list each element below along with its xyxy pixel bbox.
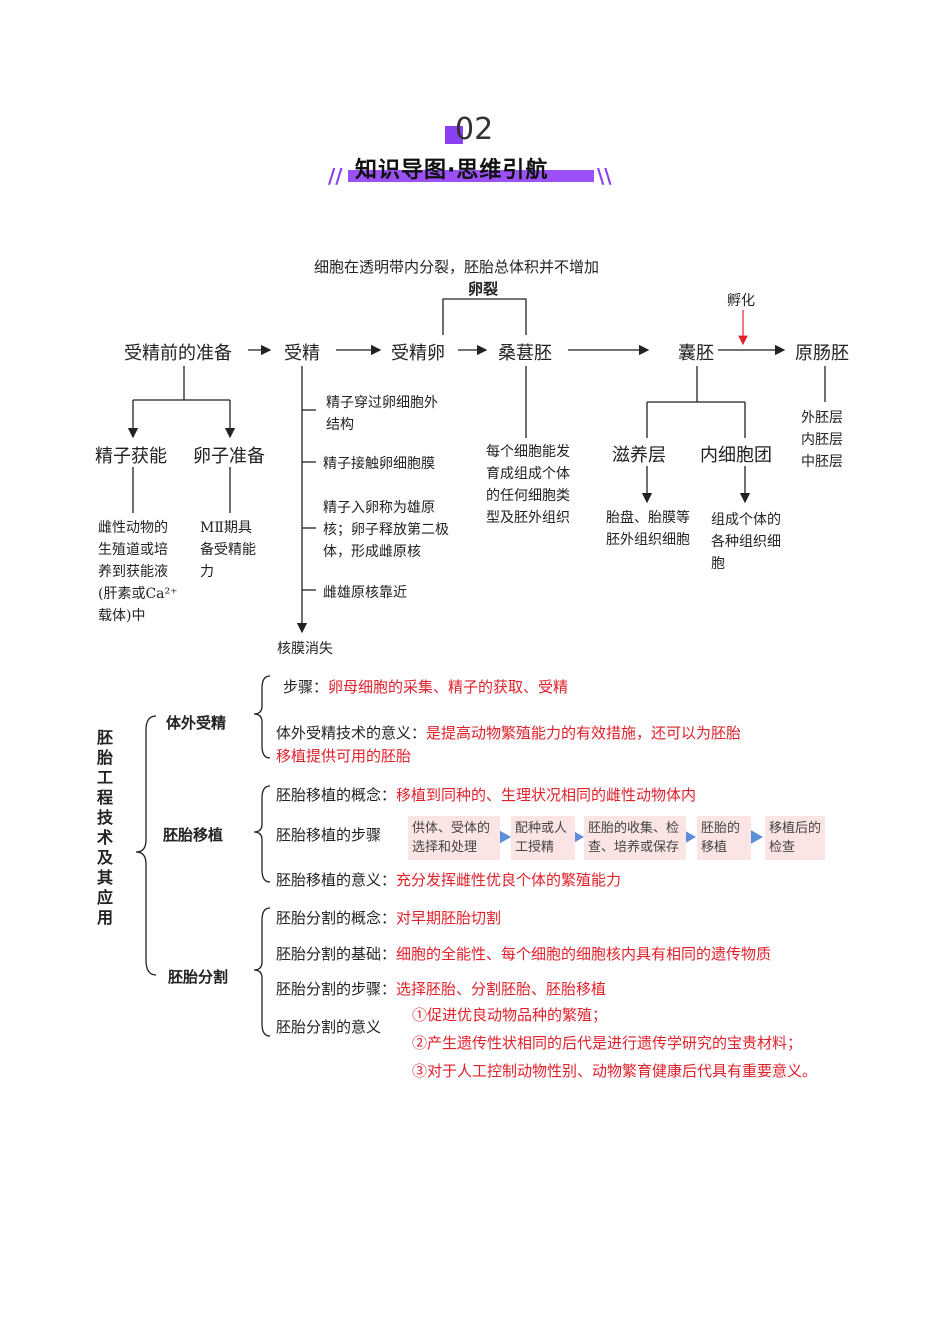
- page-title: 知识导图·思维引航: [355, 158, 549, 183]
- stage-blastocyst: 囊胚: [678, 343, 714, 364]
- cleavage-label: 卵裂: [468, 280, 499, 298]
- morula-desc: 每个细胞能发育成组成个体的任何细胞类型及胚外组织: [486, 444, 570, 526]
- germ-layer-endoderm: 内胚层: [801, 432, 843, 448]
- ivf-significance-label: 体外受精技术的意义：: [276, 724, 427, 742]
- split-steps-row: 胚胎分割的步骤：选择胚胎、分割胚胎、胚胎移植: [276, 978, 606, 999]
- egg-preparation-desc: MⅡ期具备受精能力: [200, 520, 256, 580]
- split-basis-label: 胚胎分割的基础：: [276, 945, 397, 963]
- fert-step-1: 精子穿过卵细胞外结构: [326, 395, 438, 433]
- transfer-significance-row: 胚胎移植的意义：充分发挥雌性优良个体的繁殖能力: [276, 869, 621, 890]
- split-steps-value: 选择胚胎、分割胚胎、胚胎移植: [396, 980, 607, 998]
- ivf-significance-row: 体外受精技术的意义：是提高动物繁殖能力的有效措施，还可以为胚胎: [276, 722, 741, 743]
- stage-zygote: 受精卵: [391, 343, 445, 364]
- transfer-step-box-1: 供体、受体的选择和处理: [408, 816, 500, 860]
- split-significance-3: ③对于人工控制动物性别、动物繁育健康后代具有重要意义。: [412, 1062, 818, 1080]
- cleavage-note: 细胞在透明带内分裂，胚胎总体积并不增加: [314, 258, 600, 276]
- transfer-significance-label: 胚胎移植的意义：: [276, 871, 397, 889]
- fert-step-3: 精子入卵称为雄原核；卵子释放第二极体，形成雌原核: [323, 500, 449, 560]
- header-deco-left: //: [328, 164, 343, 188]
- ivf-significance-value-2: 移植提供可用的胚胎: [276, 747, 412, 765]
- stage-fertilization: 受精: [284, 343, 320, 364]
- transfer-step-box-2: 配种或人工授精: [511, 816, 575, 860]
- split-significance-2: ②产生遗传性状相同的后代是进行遗传学研究的宝贵材料；: [412, 1034, 803, 1052]
- ivf-title: 体外受精: [166, 714, 227, 732]
- section-number: 02: [455, 112, 494, 147]
- header-deco-right: \\: [597, 164, 612, 188]
- split-concept-row: 胚胎分割的概念：对早期胚胎切割: [276, 907, 501, 928]
- split-concept-label: 胚胎分割的概念：: [276, 909, 397, 927]
- fert-step-4: 雌雄原核靠近: [323, 585, 407, 601]
- transfer-step-box-5: 移植后的检查: [765, 816, 825, 860]
- stage-morula: 桑葚胚: [498, 343, 552, 364]
- split-significance-label: 胚胎分割的意义: [276, 1018, 382, 1036]
- inner-cell-mass-desc: 组成个体的各种组织细胞: [711, 512, 781, 572]
- stage-gastrula: 原肠胚: [795, 343, 849, 364]
- ivf-significance-value-1: 是提高动物繁殖能力的有效措施，还可以为胚胎: [426, 724, 742, 742]
- transfer-steps-label: 胚胎移植的步骤: [276, 826, 382, 844]
- fert-step-5: 核膜消失: [277, 641, 333, 657]
- trophoblast: 滋养层: [612, 445, 666, 466]
- hatching-label: 孵化: [727, 293, 755, 309]
- transfer-step-box-3: 胚胎的收集、检查、培养或保存: [584, 816, 686, 860]
- transfer-significance-value: 充分发挥雌性优良个体的繁殖能力: [396, 871, 622, 889]
- split-significance-1: ①促进优良动物品种的繁殖；: [412, 1006, 608, 1024]
- transfer-concept-label: 胚胎移植的概念：: [276, 786, 397, 804]
- transfer-concept-row: 胚胎移植的概念：移植到同种的、生理状况相同的雌性动物体内: [276, 784, 696, 805]
- ivf-step-label: 步骤：: [283, 678, 329, 696]
- transfer-title: 胚胎移植: [163, 826, 224, 844]
- root-title: 胚胎工程技术及其应用: [97, 728, 114, 927]
- sperm-capacitation-desc: 雌性动物的生殖道或培养到获能液(肝素或Ca²⁺载体)中: [98, 520, 178, 624]
- split-basis-row: 胚胎分割的基础：细胞的全能性、每个细胞的细胞核内具有相同的遗传物质: [276, 943, 771, 964]
- split-steps-label: 胚胎分割的步骤：: [276, 980, 397, 998]
- stage-preparation: 受精前的准备: [124, 343, 232, 364]
- header-accent-square: [445, 126, 463, 144]
- transfer-concept-value: 移植到同种的、生理状况相同的雌性动物体内: [396, 786, 697, 804]
- header-underline-bar: [348, 170, 594, 182]
- sperm-capacitation: 精子获能: [95, 446, 167, 467]
- split-concept-value: 对早期胚胎切割: [396, 909, 502, 927]
- inner-cell-mass: 内细胞团: [700, 445, 772, 466]
- transfer-step-box-4: 胚胎的移植: [697, 816, 751, 860]
- fert-step-2: 精子接触卵细胞膜: [323, 456, 435, 472]
- split-title: 胚胎分割: [168, 968, 229, 986]
- germ-layer-ectoderm: 外胚层: [801, 410, 843, 426]
- ivf-step-value: 卵母细胞的采集、精子的获取、受精: [328, 678, 569, 696]
- ivf-step-row: 步骤：卵母细胞的采集、精子的获取、受精: [283, 676, 568, 697]
- egg-preparation: 卵子准备: [193, 446, 265, 467]
- trophoblast-desc: 胎盘、胎膜等胚外组织细胞: [606, 510, 690, 548]
- germ-layer-mesoderm: 中胚层: [801, 454, 843, 470]
- split-basis-value: 细胞的全能性、每个细胞的细胞核内具有相同的遗传物质: [396, 945, 772, 963]
